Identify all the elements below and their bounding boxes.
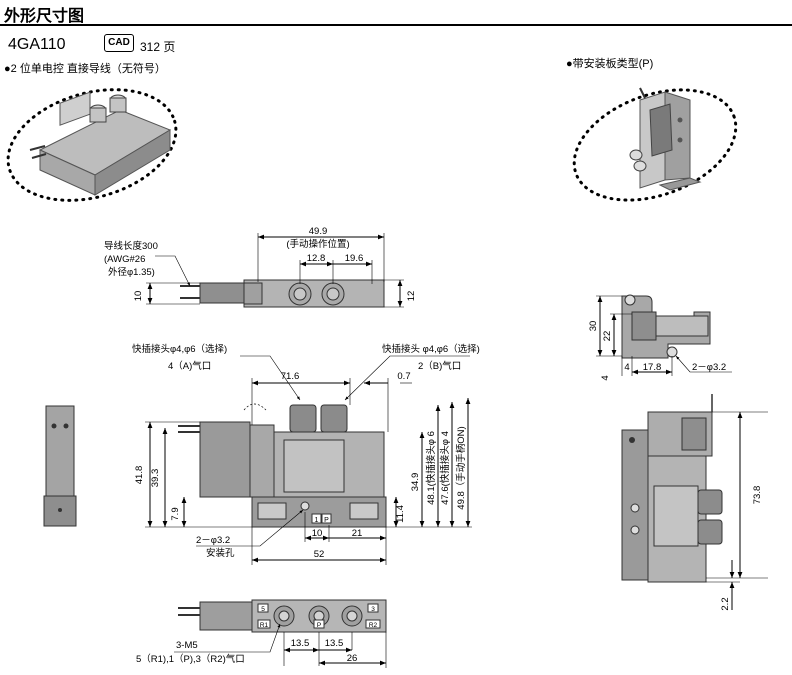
bottom-view: 5 3 R1 P R2 3-M5 5（R1),1（P),3（R2)气口 13.5… xyxy=(136,599,387,668)
dim-12-top: 12 xyxy=(406,291,417,302)
svg-text:P: P xyxy=(324,517,329,524)
svg-text:P: P xyxy=(317,622,321,629)
dim-49-9: 49.9 xyxy=(309,226,328,237)
dim-71-6: 71.6 xyxy=(281,371,300,382)
dim-19-6: 19.6 xyxy=(345,253,364,264)
dim-17-8: 17.8 xyxy=(643,362,662,373)
plate-hole-label: 2－φ3.2 xyxy=(692,362,726,373)
dim-manual-note: (手动操作位置) xyxy=(286,238,349,250)
dim-10-top: 10 xyxy=(133,291,144,302)
top-view: 49.9 (手动操作位置) 12.8 19.6 10 12 导线长度300 (A… xyxy=(104,226,417,308)
port-2-label: 2（B)气口 xyxy=(418,360,461,372)
page-title: 外形尺寸图 xyxy=(4,8,85,25)
isometric-photo-left xyxy=(6,88,178,202)
m5-label: 3-M5 xyxy=(176,640,198,651)
dim-4-horizontal: 4 xyxy=(624,362,629,373)
dim-21: 21 xyxy=(352,528,363,539)
front-view: 1 P 快插接头φ4,φ6（选择 xyxy=(132,343,480,565)
port-4-label: 4（A)气口 xyxy=(168,360,211,372)
hole-label-2: 安装孔 xyxy=(206,547,235,559)
ports-label: 5（R1),1（P),3（R2)气口 xyxy=(136,653,245,665)
fitting-right-label: 快插接头 φ4,φ6（选择) xyxy=(382,343,480,355)
dim-13-5-b: 13.5 xyxy=(325,638,344,649)
dim-39-3: 39.3 xyxy=(150,469,161,488)
dim-48-1: 48.1(快插接头φ 6 xyxy=(425,431,437,505)
svg-text:R2: R2 xyxy=(369,622,378,629)
subtitle-left: ●2 位单电控 直接导线（无符号） xyxy=(4,63,166,75)
dim-10-front: 10 xyxy=(312,528,323,539)
dim-47-6: 47.6(快插接头φ 4 xyxy=(439,431,451,505)
dim-34-9: 34.9 xyxy=(410,473,421,492)
lead-note-3: 外径φ1.35) xyxy=(108,266,155,278)
plate-front-view: 73.8 2.2 xyxy=(621,394,768,611)
cad-page-ref[interactable]: 312 页 xyxy=(140,40,176,54)
fitting-left-label: 快插接头φ4,φ6（选择) xyxy=(132,343,227,355)
model-number: 4GA110 xyxy=(8,36,66,53)
plate-side-view: 30 22 4 4 17.8 2－φ3.2 xyxy=(588,294,732,381)
svg-text:R1: R1 xyxy=(260,622,269,629)
dim-22: 22 xyxy=(602,331,613,342)
title-rule xyxy=(0,24,792,26)
svg-text:5: 5 xyxy=(261,606,265,613)
svg-text:3: 3 xyxy=(371,606,375,613)
dim-26: 26 xyxy=(347,653,358,664)
dim-2-2: 2.2 xyxy=(720,597,731,610)
dim-0-7: 0.7 xyxy=(397,371,410,382)
dim-52: 52 xyxy=(314,549,325,560)
hole-label: 2－φ3.2 xyxy=(196,535,230,546)
dim-4-vertical: 4 xyxy=(600,375,611,380)
lead-note-2: (AWG#26 xyxy=(104,254,145,265)
dim-41-8: 41.8 xyxy=(134,466,145,485)
isometric-photo-right xyxy=(572,87,738,202)
dim-73-8: 73.8 xyxy=(752,486,763,505)
subtitle-right: ●带安装板类型(P) xyxy=(566,58,654,70)
svg-text:1: 1 xyxy=(315,517,319,524)
dim-7-9: 7.9 xyxy=(170,507,181,520)
dim-49-8: 49.8（手动手柄ON) xyxy=(455,426,467,509)
side-view-left xyxy=(43,405,77,527)
dim-12-8: 12.8 xyxy=(307,253,326,264)
dim-13-5-a: 13.5 xyxy=(291,638,310,649)
dim-30: 30 xyxy=(588,321,599,332)
lead-note-1: 导线长度300 xyxy=(104,240,158,252)
dim-11-4: 11.4 xyxy=(395,505,406,523)
cad-icon[interactable]: CAD xyxy=(104,34,134,52)
